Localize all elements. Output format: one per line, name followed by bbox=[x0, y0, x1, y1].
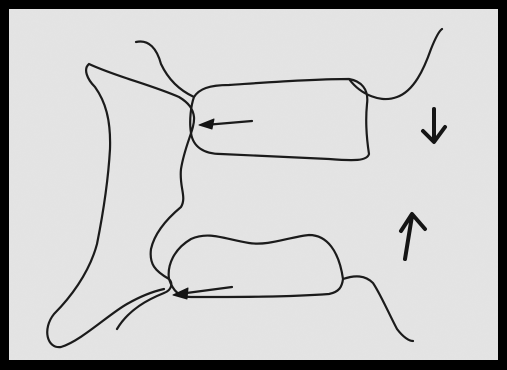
sketch-diagram bbox=[9, 9, 498, 360]
paper-sheet bbox=[9, 9, 498, 360]
paper-texture bbox=[9, 9, 498, 360]
